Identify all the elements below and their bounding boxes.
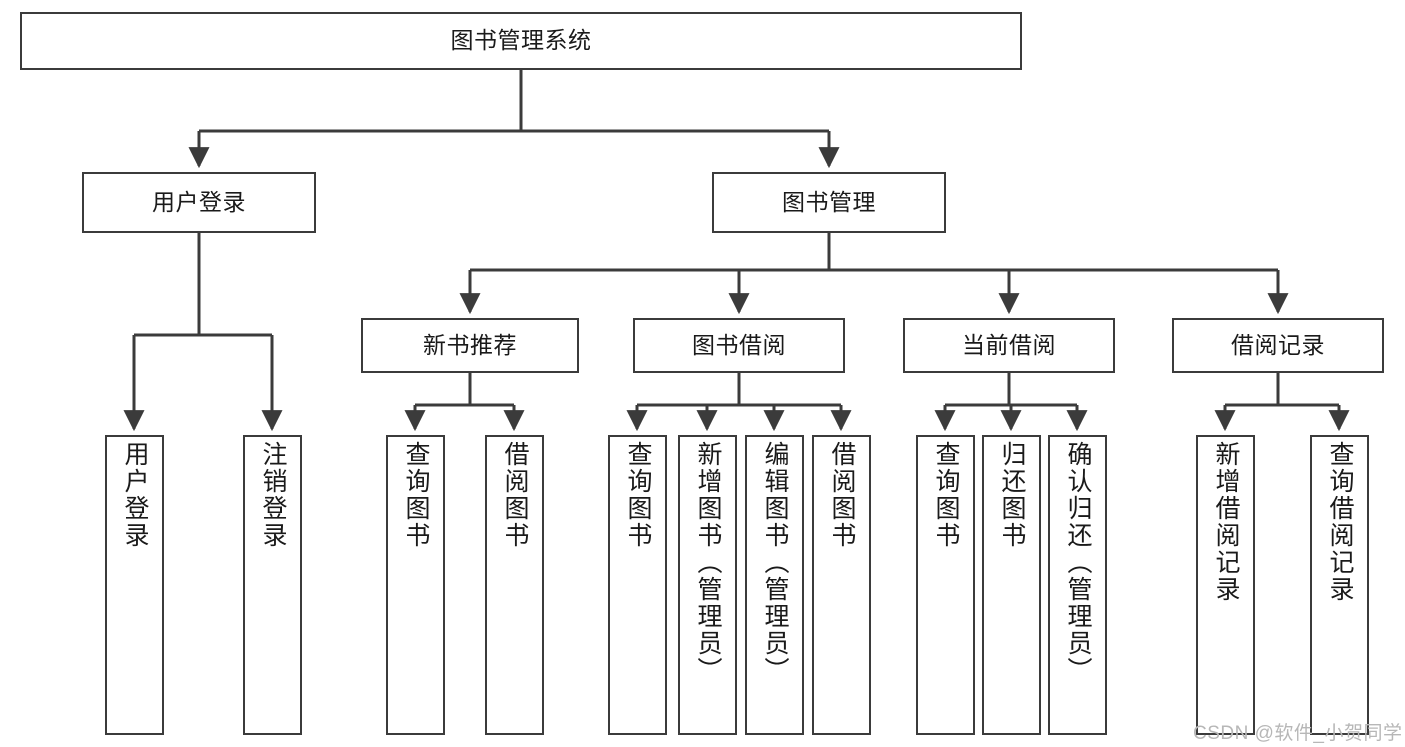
node-book-borrow-label: 图书借阅 (692, 331, 786, 358)
leaf-user-login[interactable]: 用户登录 (105, 435, 164, 735)
node-root-label: 图书管理系统 (450, 27, 592, 54)
csdn-watermark: CSDN @软件_小贺同学 (1193, 723, 1403, 744)
leaf-edit-book-label: 编辑图书（管理员） (761, 441, 789, 684)
leaf-query-book-brw[interactable]: 查询图书 (608, 435, 667, 735)
leaf-query-book-new-label: 查询图书 (402, 441, 430, 549)
leaf-borrow-book-brw-label: 借阅图书 (828, 441, 856, 549)
leaf-confirm-return[interactable]: 确认归还（管理员） (1048, 435, 1107, 735)
node-book-manage[interactable]: 图书管理 (712, 172, 946, 233)
leaf-query-book-brw-label: 查询图书 (624, 441, 652, 549)
leaf-edit-book[interactable]: 编辑图书（管理员） (745, 435, 804, 735)
node-borrow-record-label: 借阅记录 (1231, 331, 1325, 358)
node-book-manage-label: 图书管理 (782, 188, 876, 215)
leaf-query-book-new[interactable]: 查询图书 (386, 435, 445, 735)
node-root[interactable]: 图书管理系统 (20, 12, 1022, 70)
leaf-query-record-label: 查询借阅记录 (1326, 441, 1354, 603)
leaf-query-record[interactable]: 查询借阅记录 (1310, 435, 1369, 735)
node-current-borrow[interactable]: 当前借阅 (903, 318, 1115, 373)
leaf-add-book-label: 新增图书（管理员） (694, 441, 722, 684)
node-new-book-recommend-label: 新书推荐 (423, 331, 517, 358)
node-book-borrow[interactable]: 图书借阅 (633, 318, 845, 373)
leaf-return-book-label: 归还图书 (998, 441, 1026, 549)
node-borrow-record[interactable]: 借阅记录 (1172, 318, 1384, 373)
node-user-login-label: 用户登录 (152, 188, 246, 215)
leaf-return-book[interactable]: 归还图书 (982, 435, 1041, 735)
node-new-book-recommend[interactable]: 新书推荐 (361, 318, 579, 373)
leaf-add-record-label: 新增借阅记录 (1212, 441, 1240, 603)
node-user-login[interactable]: 用户登录 (82, 172, 316, 233)
leaf-borrow-book-new-label: 借阅图书 (501, 441, 529, 549)
node-current-borrow-label: 当前借阅 (962, 331, 1056, 358)
leaf-logout-login[interactable]: 注销登录 (243, 435, 302, 735)
leaf-add-book[interactable]: 新增图书（管理员） (678, 435, 737, 735)
leaf-borrow-book-brw[interactable]: 借阅图书 (812, 435, 871, 735)
leaf-user-login-label: 用户登录 (121, 441, 149, 549)
leaf-logout-login-label: 注销登录 (259, 441, 287, 549)
leaf-confirm-return-label: 确认归还（管理员） (1064, 441, 1092, 684)
leaf-query-book-cur-label: 查询图书 (932, 441, 960, 549)
leaf-query-book-cur[interactable]: 查询图书 (916, 435, 975, 735)
leaf-borrow-book-new[interactable]: 借阅图书 (485, 435, 544, 735)
leaf-add-record[interactable]: 新增借阅记录 (1196, 435, 1255, 735)
